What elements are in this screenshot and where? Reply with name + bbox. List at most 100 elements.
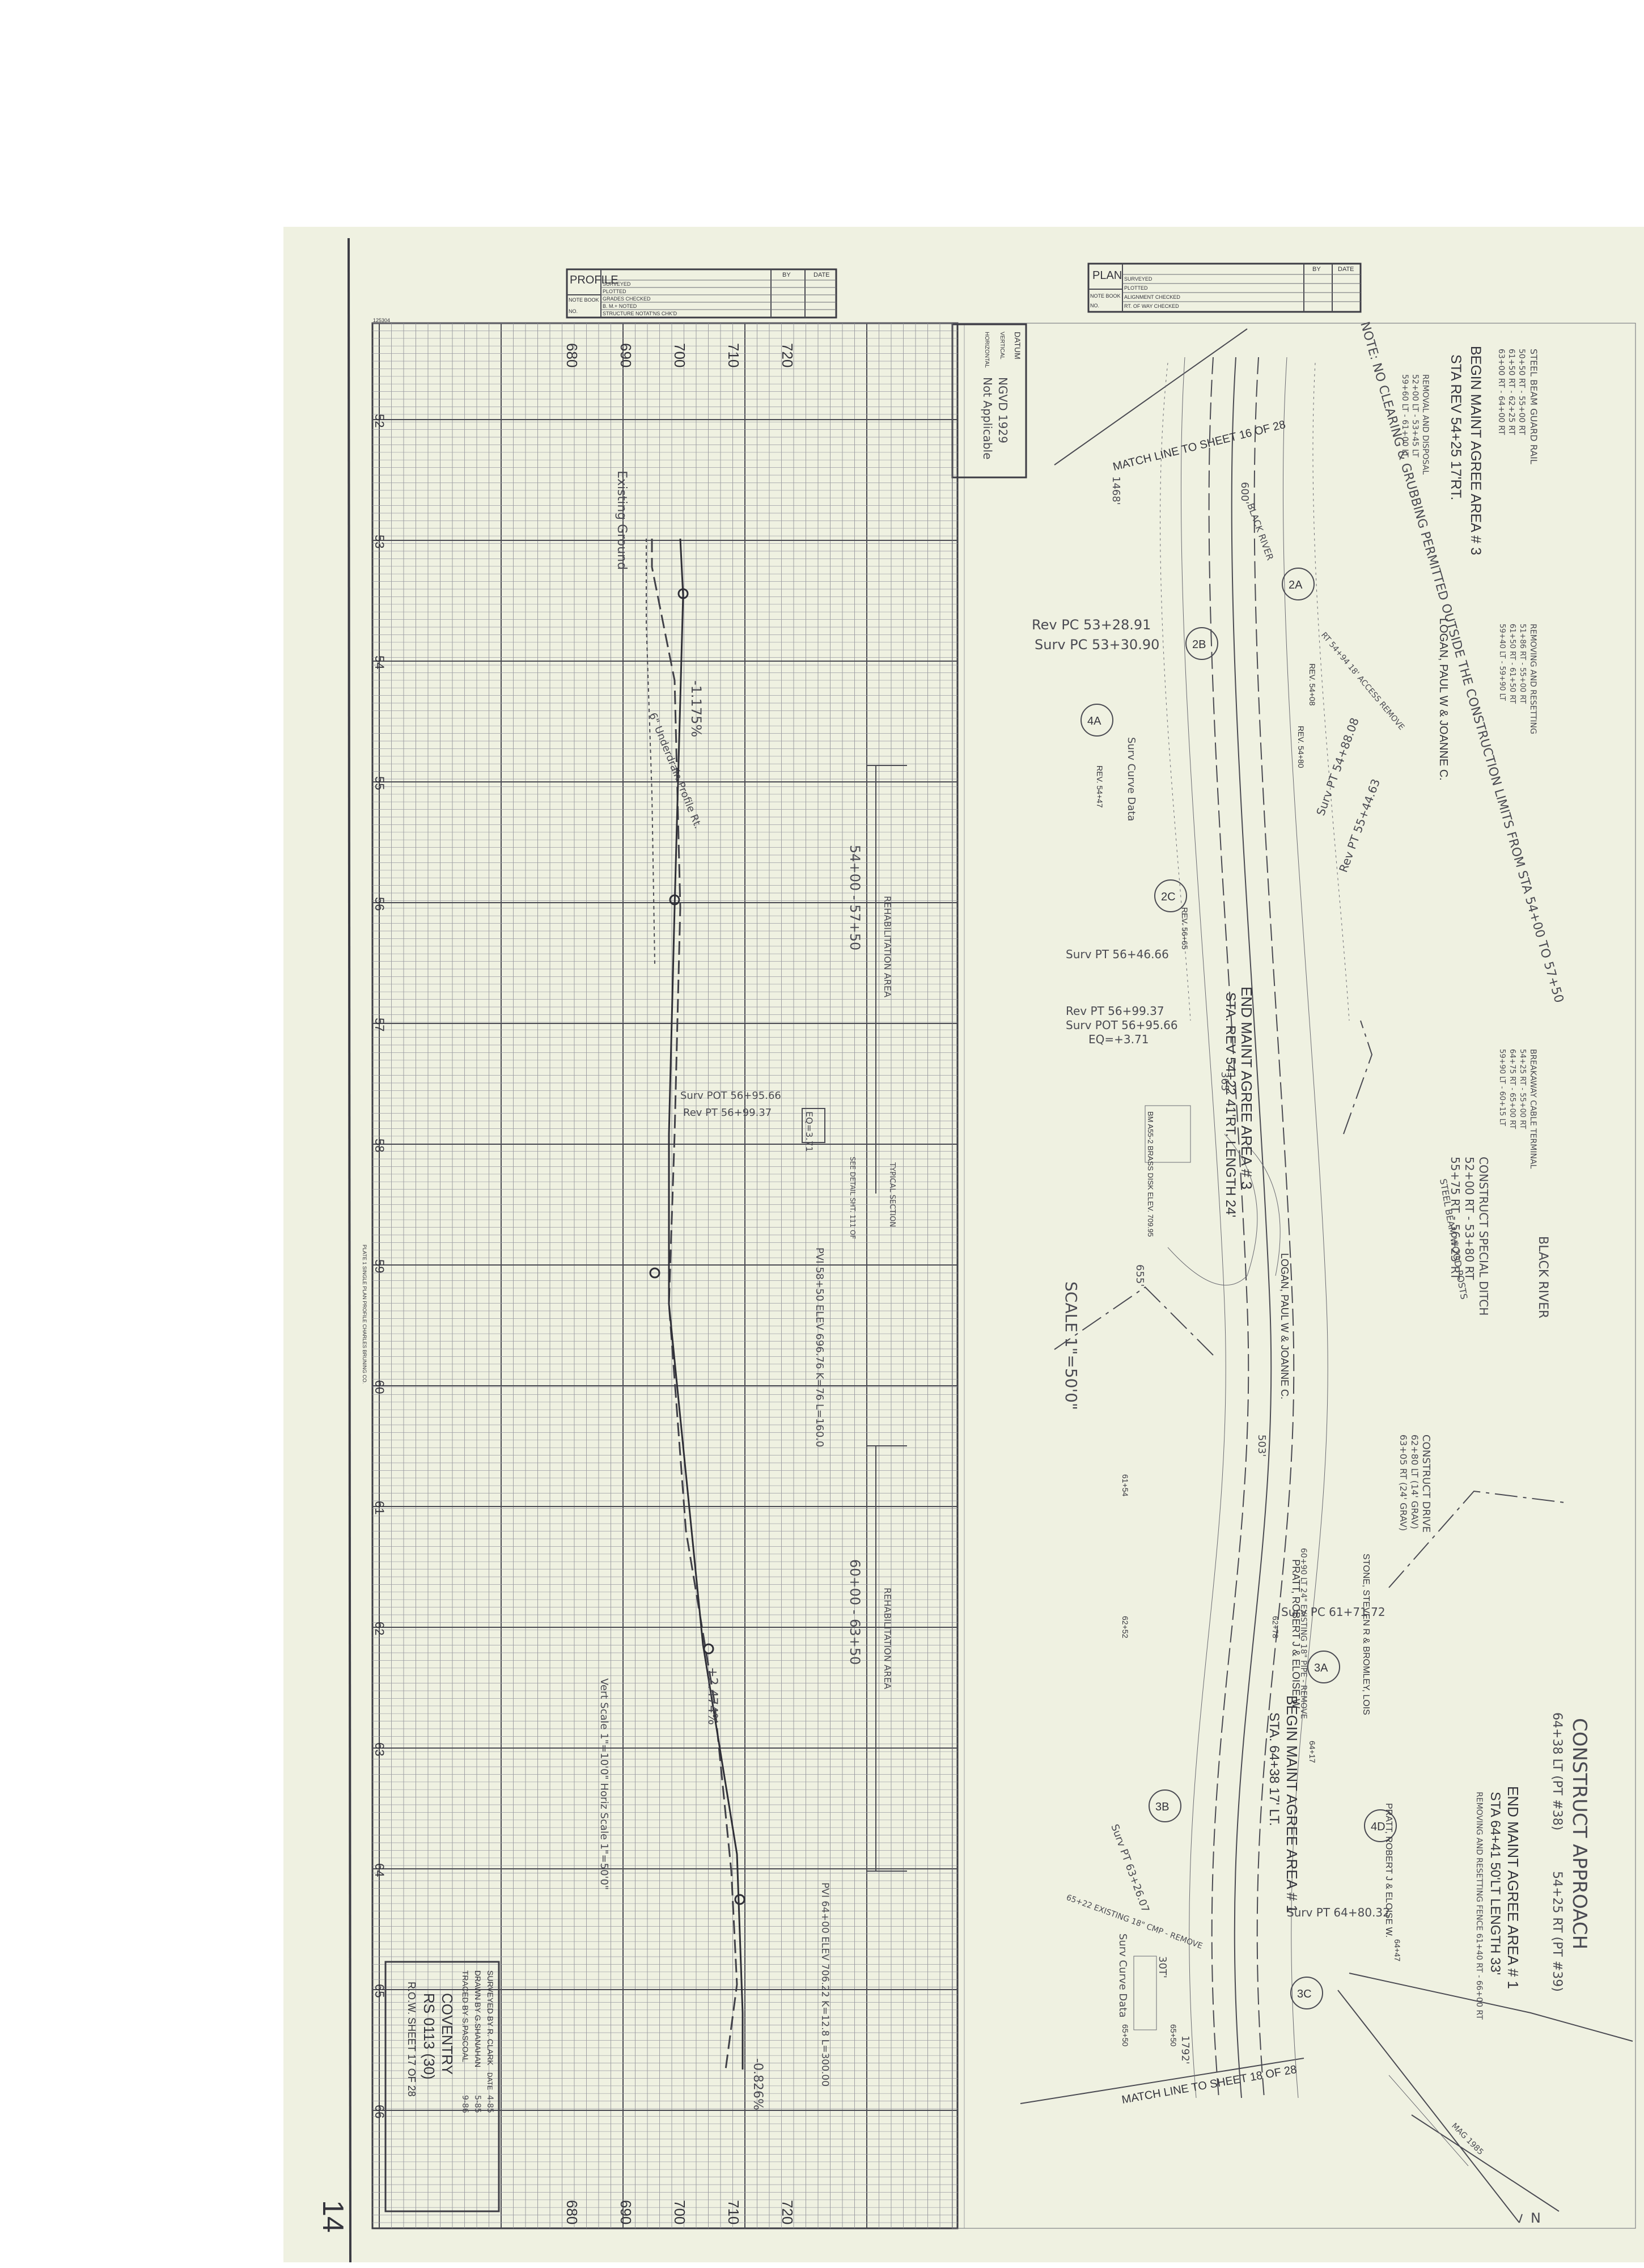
station-mark: 62+78 xyxy=(1271,1616,1280,1639)
town-name: COVENTRY xyxy=(439,1993,456,2075)
date-1: 4-85 xyxy=(485,2095,494,2113)
printer-label: PLATE 1 SINGLE PLAN PROFILE CHARLES BRUN… xyxy=(362,1245,367,1383)
plan-row: ALIGNMENT CHECKED xyxy=(1124,294,1180,300)
circle-3a: 3A xyxy=(1314,1662,1328,1674)
profile-row: B. M.+ NOTED xyxy=(603,303,637,309)
end-area1: END MAINT AGREE AREA # 1 xyxy=(1505,1786,1522,1989)
station-label: 63 xyxy=(372,1742,387,1756)
surv-pc2: Surv PC 61+71.72 xyxy=(1281,1605,1385,1619)
rev-pt-label: Rev PT 56+99.37 xyxy=(683,1107,772,1119)
surv-pt: Surv PT 54+88.08 xyxy=(1313,716,1362,818)
surv-pc: Surv PC 53+30.90 xyxy=(1035,637,1159,653)
circle-4a: 4A xyxy=(1087,715,1101,727)
pvi-point xyxy=(669,894,680,905)
plan-row: RT. OF WAY CHECKED xyxy=(1124,303,1179,309)
traced-by: TRACED BY S.PASCOAL xyxy=(461,1970,470,2062)
pvi-point xyxy=(649,1267,660,1279)
dim-label: 30T' xyxy=(1156,1956,1168,1978)
project-number: RS 0113 (30) xyxy=(421,1993,438,2080)
removal-item: 59+60 LT - 61+00 LT xyxy=(1400,374,1409,458)
remove-reset-item: 59+40 LT - 59+90 LT xyxy=(1498,624,1506,701)
datum-horizontal: Not Applicable xyxy=(981,377,994,459)
dim-label: 503' xyxy=(1256,1435,1268,1457)
station-mark: REV. 54+08 xyxy=(1308,663,1317,706)
station-mark: REV. 54+80 xyxy=(1296,726,1306,768)
dim-label: 1468' xyxy=(1110,476,1122,505)
underdrain-line xyxy=(646,539,655,964)
profile-row: PLOTTED xyxy=(603,289,626,294)
begin-area3-sta: STA REV 54+25 17'RT. xyxy=(1448,354,1464,500)
construct-drive-title: CONSTRUCT DRIVE xyxy=(1420,1435,1432,1533)
profile-row: GRADES CHECKED xyxy=(603,296,651,302)
existing-ground-line xyxy=(651,539,738,2070)
pvi-label-1: PVI 58+50 ELEV 696.76 K=76 L=160.0 xyxy=(813,1247,825,1447)
drawn-by: DRAWN BY G.SHANAHAN xyxy=(473,1970,482,2067)
elevation-label: 680 xyxy=(563,343,581,367)
surv-pt3: Surv PT 63+26.07 xyxy=(1108,1823,1151,1914)
station-mark: REV. 56+65 xyxy=(1180,907,1189,950)
circle-2b: 2B xyxy=(1192,638,1206,651)
profile-row: STRUCTURE NOTAT'NS CHK'D xyxy=(603,311,677,316)
special-ditch-title: CONSTRUCT SPECIAL DITCH xyxy=(1477,1157,1490,1315)
edge-line xyxy=(1253,357,1295,2098)
remove-reset-title: REMOVING AND RESETTING xyxy=(1528,624,1537,734)
rev-pt3: Rev PT 56+99.37 xyxy=(1066,1004,1164,1018)
datum-horizontal-label: HORIZONTAL xyxy=(984,332,990,368)
elevation-label: 700 xyxy=(671,2200,688,2224)
approach-item: 64+38 LT (PT #38) xyxy=(1550,1712,1564,1830)
match-line-bottom: MATCH LINE TO SHEET 18 OF 28 xyxy=(1121,2063,1298,2106)
rehab-limits-2: 60+00 - 63+50 xyxy=(847,1559,863,1665)
circle-4d: 4D xyxy=(1371,1821,1385,1833)
datum-title: DATUM xyxy=(1013,332,1022,359)
station-label: 55 xyxy=(372,776,387,790)
station-label: 57 xyxy=(372,1018,387,1031)
eq-box xyxy=(802,1108,825,1143)
begin-area1: BEGIN MAINT AGREE AREA # 1 xyxy=(1283,1695,1300,1913)
elevation-label: 700 xyxy=(671,343,688,367)
removal-title: REMOVAL AND DISPOSAL xyxy=(1421,374,1430,475)
owner-4: PRATT, ROBERT J & ELOISE W xyxy=(1290,1559,1302,1708)
elevation-label: 720 xyxy=(779,343,796,367)
grade-label-3: -0.826% xyxy=(751,2058,765,2110)
curve-data-2: Surv Curve Data xyxy=(1117,1933,1129,2017)
profile-block: PROFILE BY DATE SURVEYED PLOTTED GRADES … xyxy=(566,268,837,319)
date-3: 9-86 xyxy=(460,2095,469,2113)
river-label-2: BLACK RIVER xyxy=(1245,502,1276,562)
station-label: 64 xyxy=(372,1863,387,1877)
owner-2: LOGAN, PAUL W & JOANNE C. xyxy=(1279,1253,1290,1399)
station-label: 54 xyxy=(372,655,387,669)
surv-pot-label: Surv POT 56+95.66 xyxy=(680,1090,781,1102)
maint-remove: RT 54+94 18' ACCESS REMOVE xyxy=(1319,631,1406,731)
existing-ground-label: Existing Ground xyxy=(615,471,629,570)
end-area3-sta: STA. REV 54+22 41'RT. LENGTH 24' xyxy=(1223,992,1238,1217)
station-mark: 61+54 xyxy=(1121,1474,1130,1497)
station-label: 66 xyxy=(372,2105,387,2118)
station-label: 60 xyxy=(372,1380,387,1394)
surv-pt2: Surv PT 56+46.66 xyxy=(1066,947,1169,961)
surv-pot: Surv POT 56+95.66 xyxy=(1066,1018,1178,1032)
profile-notebook: NOTE BOOK xyxy=(569,297,599,303)
plan-row: PLOTTED xyxy=(1124,285,1148,291)
profile-annotations: Existing Ground -1.175% 6" Underdrain Pr… xyxy=(598,471,896,2110)
station-mark: 62+52 xyxy=(1121,1616,1130,1639)
elevation-label: 690 xyxy=(617,2200,634,2224)
elevation-label: 720 xyxy=(779,2200,796,2224)
pipe-note: 60+90 LT 24" EXISTING 18" PIPE - REMOVE xyxy=(1299,1548,1308,1719)
datum-vertical: NGVD 1929 xyxy=(996,377,1010,443)
see-detail-label: SEE DETAIL SHT. 111 OF xyxy=(849,1157,857,1239)
plan-annotations: MATCH LINE TO SHEET 16 OF 28 MATCH LINE … xyxy=(1032,320,1591,2226)
remove-reset-item: 51+86 RT - 55+00 RT xyxy=(1518,624,1527,704)
plan-block: PLAN BY DATE SURVEYED PLOTTED ALIGNMENT … xyxy=(1087,263,1362,313)
station-label: 56 xyxy=(372,897,387,911)
rehab-limits-1: 54+00 - 57+50 xyxy=(847,845,863,950)
guard-rail-item: 63+00 RT - 64+00 RT xyxy=(1497,349,1506,435)
removal-item: 52+00 LT - 53+45 LT xyxy=(1410,374,1420,458)
breakaway-item: 54+25 RT - 55+00 RT xyxy=(1518,1049,1527,1129)
profile-date: DATE xyxy=(813,272,830,278)
row-sheet-number: R.O.W. SHEET 17 OF 28 xyxy=(406,1982,417,2097)
station-mark: 65+50 xyxy=(1169,2024,1178,2047)
bm-box xyxy=(1145,1105,1191,1163)
plan-scale: SCALE 1"=50'0" xyxy=(1062,1281,1081,1410)
plan-circle-labels: 2A 2B 4A 2C 3A 3B 4D 3C xyxy=(1087,579,1385,2000)
